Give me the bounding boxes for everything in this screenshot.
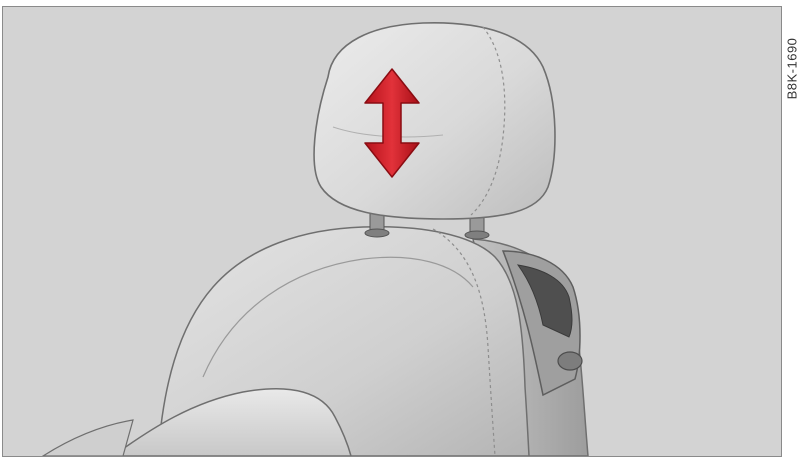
illustration-panel (2, 6, 782, 457)
headrest (314, 23, 555, 219)
figure-code-label: B8K-1690 (782, 8, 802, 128)
figure-code-text: B8K-1690 (785, 37, 800, 99)
seat-illustration (3, 7, 781, 456)
